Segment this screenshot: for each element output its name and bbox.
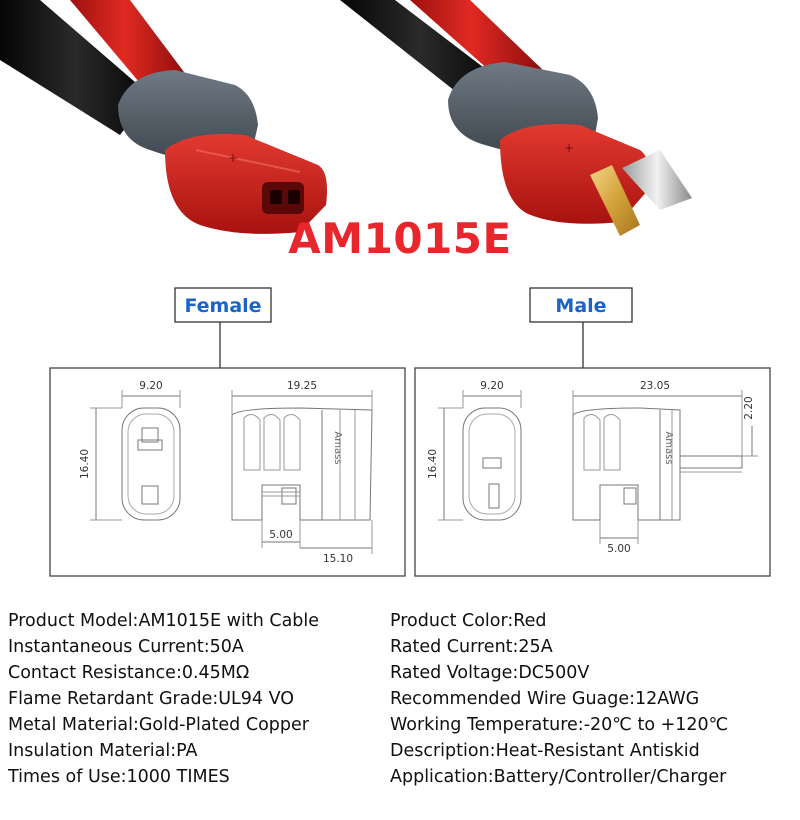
male-label-box [529, 287, 633, 323]
spec-right-6: Application:Battery/Controller/Charger [390, 767, 727, 787]
spec-left-0: Product Model:AM1015E with Cable [8, 611, 320, 631]
male-cables [340, 0, 545, 95]
female-connector: + [118, 70, 327, 234]
male-dim-small: 5.00 [607, 543, 630, 555]
male-drawing [438, 390, 758, 544]
male-dim-pin: 2.20 [743, 396, 755, 419]
spec-left-6: Times of Use:1000 TIMES [8, 767, 230, 787]
female-label-box [174, 287, 272, 323]
male-dim-width: 9.20 [480, 380, 503, 392]
female-dim-small: 5.00 [269, 529, 292, 541]
spec-right-5: Description:Heat-Resistant Antiskid [390, 741, 700, 761]
spec-right-0: Product Color:Red [390, 611, 547, 631]
spec-right-1: Rated Current:25A [390, 637, 553, 657]
product-photo: + + [0, 0, 692, 236]
male-dim-length: 23.05 [640, 380, 670, 392]
spec-left-1: Instantaneous Current:50A [8, 637, 244, 657]
svg-text:+: + [564, 141, 574, 155]
female-drawing [90, 390, 373, 554]
spec-left-2: Contact Resistance:0.45MΩ [8, 663, 250, 683]
product-model-title: AM1015E [288, 214, 512, 263]
spec-left-5: Insulation Material:PA [8, 741, 198, 761]
male-connector: + [448, 62, 692, 236]
spec-right-4: Working Temperature:-20℃ to +120℃ [390, 715, 729, 735]
female-housing-text: Amass [332, 431, 343, 464]
female-dim-width: 9.20 [139, 380, 162, 392]
technical-drawings: Female Male [49, 287, 771, 577]
female-dim-length: 19.25 [287, 380, 317, 392]
spec-left-3: Flame Retardant Grade:UL94 VO [8, 689, 295, 709]
female-dim-height: 16.40 [79, 449, 91, 479]
female-dim-bottom: 15.10 [323, 553, 353, 565]
svg-text:+: + [228, 151, 238, 165]
male-dim-height: 16.40 [427, 449, 439, 479]
female-label: Female [184, 295, 261, 317]
spec-right-2: Rated Voltage:DC500V [390, 663, 590, 683]
female-cables [0, 0, 190, 135]
male-housing-text: Amass [663, 431, 674, 464]
spec-left-4: Metal Material:Gold-Plated Copper [8, 715, 309, 735]
female-drawing-frame [49, 367, 406, 577]
male-label: Male [555, 295, 606, 317]
spec-right-3: Recommended Wire Guage:12AWG [390, 689, 700, 709]
